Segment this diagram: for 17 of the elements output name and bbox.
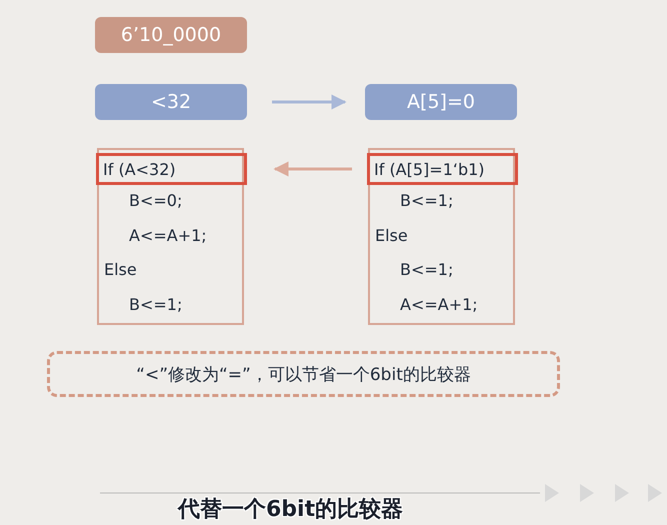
note-box: “<”修改为“=”，可以节省一个6bit的比较器 — [47, 351, 560, 397]
condition-box: <32 — [95, 84, 247, 120]
value-box: 6’10_0000 — [95, 17, 247, 53]
arrow — [274, 162, 352, 176]
code-line: B<=1; — [129, 294, 182, 314]
code-line: Else — [375, 226, 408, 244]
code-panel — [368, 148, 515, 325]
code-line: B<=1; — [400, 191, 454, 210]
code-line: A<=A+1; — [400, 294, 478, 314]
arrow — [272, 94, 346, 110]
code-line: Else — [104, 260, 137, 279]
code-line: B<=0; — [129, 191, 182, 210]
code-line: B<=1; — [400, 260, 454, 279]
code-panel — [97, 148, 244, 325]
subtitle-text: 代替一个6bit的比较器 — [178, 496, 404, 524]
code-line: A<=A+1; — [129, 226, 207, 244]
condition-box: A[5]=0 — [365, 84, 517, 120]
